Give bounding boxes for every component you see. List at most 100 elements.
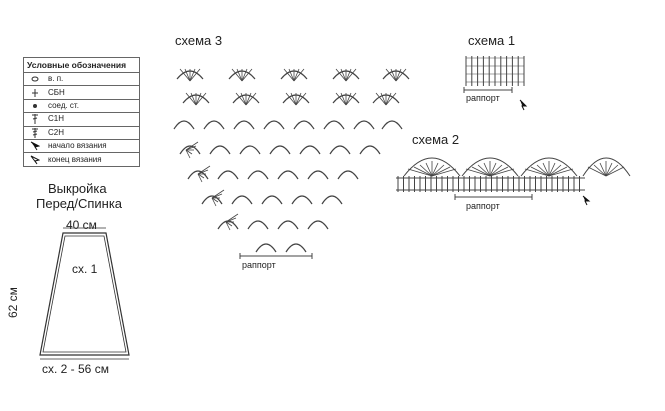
start-arrow-icon [582,195,591,206]
pattern-subtitle: Перед/Спинка [36,196,123,211]
fan-stitch [489,162,497,177]
arch-stitch [233,120,255,130]
arch-stitch [173,120,195,130]
fan-stitch [548,166,568,177]
fan-stitch [390,68,397,82]
arch-stitch [203,120,225,130]
scheme2-diagram [396,157,631,192]
fan-stitch [431,166,451,177]
fan-stitch [599,162,607,177]
fan-stitch [293,68,300,82]
pattern-trapezoid [39,227,130,360]
fan-stitch [465,168,491,177]
arch-stitch [381,120,403,130]
fan-stitch [548,168,574,177]
pattern-title: Выкройка [48,181,107,196]
fan-stitch [211,197,219,203]
treble-crochet-icon [24,127,46,138]
fan-stitch [295,92,302,106]
fan-stitch [197,169,209,175]
arch-stitch [239,145,261,155]
fan-stitch [197,173,205,179]
fan-stitch [195,92,202,106]
fan-stitch [240,92,247,106]
arch-stitch [582,157,631,177]
fan-stitch [413,166,433,177]
scheme2-repeat-bracket [454,194,533,200]
arch-stitch [277,220,299,230]
fan-stitch [345,92,352,106]
arch-stitch [307,220,329,230]
legend-label: С1Н [48,114,65,124]
fan-stitch [211,193,223,199]
fan-stitch [345,68,352,82]
fan-stitch [385,92,397,106]
fan-stitch [211,197,217,207]
fan-stitch [235,92,247,106]
arch-stitch [255,243,277,253]
scheme3-diagram [173,68,410,253]
bottom-width-label: сх. 2 - 56 см [42,362,109,376]
legend-label: СБН [48,87,65,97]
scheme2-title: схема 2 [412,132,460,147]
fan-stitch [489,164,503,177]
scheme3-repeat: раппорт [242,260,276,270]
fan-stitch [185,149,191,159]
arch-stitch [263,120,285,130]
arch-stitch [359,145,381,155]
fan-stitch [431,164,445,177]
scheme3-title: схема 3 [175,33,223,48]
fan-stitch [185,149,193,155]
fan-stitch [483,162,491,177]
legend-table: Условные обозначения в. п. СБН соед. ст.… [23,57,140,167]
fan-stitch [425,162,433,177]
arch-stitch [285,243,307,253]
inner-label: сх. 1 [72,262,98,276]
arch-stitch [217,170,239,180]
fan-stitch [231,68,243,82]
fan-stitch [395,68,402,82]
scheme1-repeat: раппорт [466,93,500,103]
arch-stitch [329,145,351,155]
scheme1-repeat-bracket [463,87,513,93]
fan-stitch [189,68,196,82]
fan-stitch [548,164,562,177]
fan-stitch [419,164,433,177]
fan-stitch [548,162,556,177]
fan-stitch [407,168,433,177]
fan-stitch [587,166,607,177]
fan-stitch [431,162,439,177]
fan-stitch [605,164,619,177]
fan-stitch [245,92,252,106]
fan-stitch [288,68,295,82]
arch-stitch [299,145,321,155]
fan-stitch [335,68,347,82]
start-arrow-icon [24,141,46,151]
fan-stitch [190,92,197,106]
slip-stitch-icon [24,103,46,109]
arch-stitch [403,157,461,177]
arch-stitch [307,170,329,180]
end-arrow-icon [24,155,46,165]
arch-stitch [520,157,578,177]
arch-stitch [461,157,519,177]
fan-stitch [185,141,199,151]
fan-stitch [179,68,191,82]
legend-row: С1Н [24,113,139,127]
arch-stitch [201,195,223,205]
fan-stitch [236,68,243,82]
double-crochet-icon [24,114,46,125]
arch-stitch [209,145,231,155]
fan-stitch [542,162,550,177]
fan-stitch [340,92,347,106]
legend-label: начало вязания [48,141,107,151]
legend-row: в. п. [24,73,139,87]
arch-stitch [277,170,299,180]
fan-stitch [195,92,207,106]
fan-stitch [385,68,397,82]
legend-title: Условные обозначения [24,58,139,73]
fan-stitch [241,68,248,82]
end-arrow-icon [519,99,528,111]
fan-stitch [184,68,191,82]
